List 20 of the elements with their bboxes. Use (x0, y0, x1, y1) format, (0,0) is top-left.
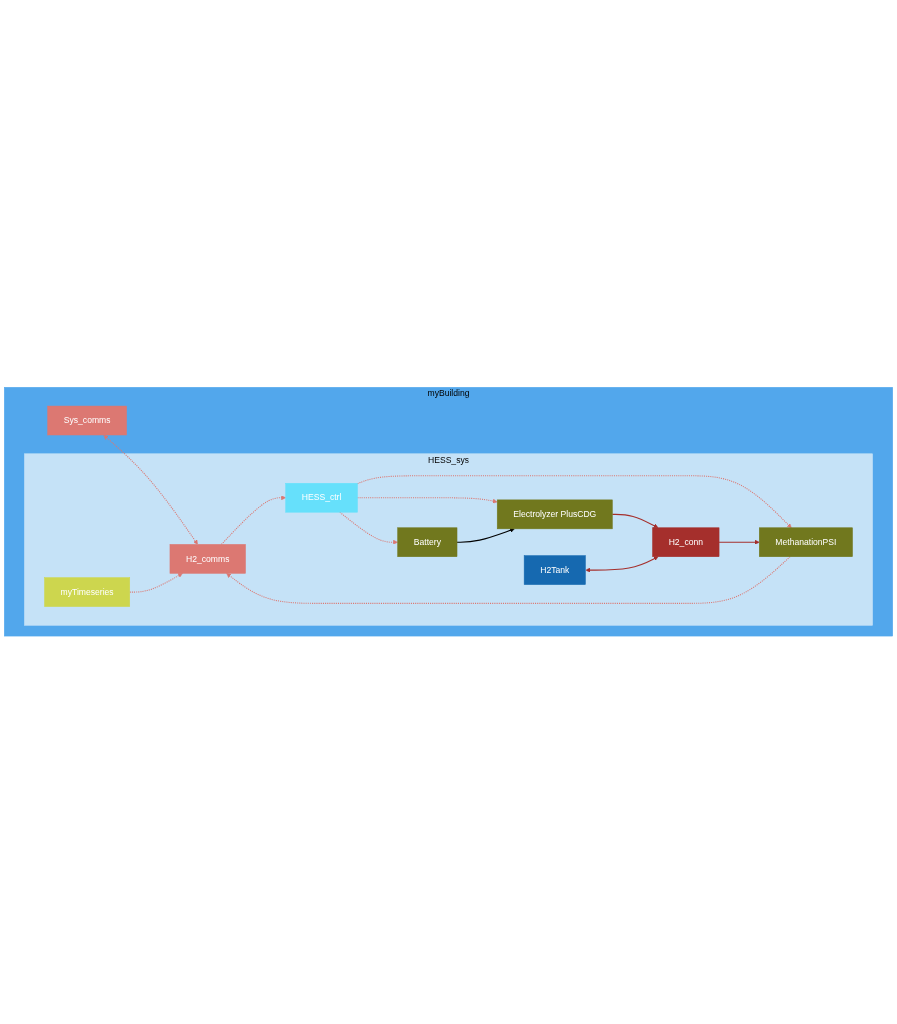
arrow (356, 497, 498, 504)
arrow (103, 435, 198, 545)
node-box: HESS_ctrl (285, 483, 358, 513)
arrow (220, 495, 286, 546)
arrow (456, 528, 515, 544)
arrow (611, 514, 659, 529)
arrow (585, 556, 659, 573)
arrow (339, 512, 398, 545)
node-box: Electrolyzer PlusCDG (496, 499, 613, 530)
arrow (226, 556, 791, 605)
arrow (718, 540, 760, 545)
node-box: H2_comms (169, 544, 246, 574)
node-box: H2_conn (652, 527, 720, 558)
node-box: Battery (397, 527, 458, 558)
node-box: Sys_comms (47, 406, 127, 436)
arrow (356, 475, 792, 529)
node-box: myTimeseries (44, 577, 130, 608)
arrow (129, 573, 183, 593)
node-box: H2Tank (523, 555, 586, 586)
node-box: MethanationPSI (759, 527, 853, 558)
